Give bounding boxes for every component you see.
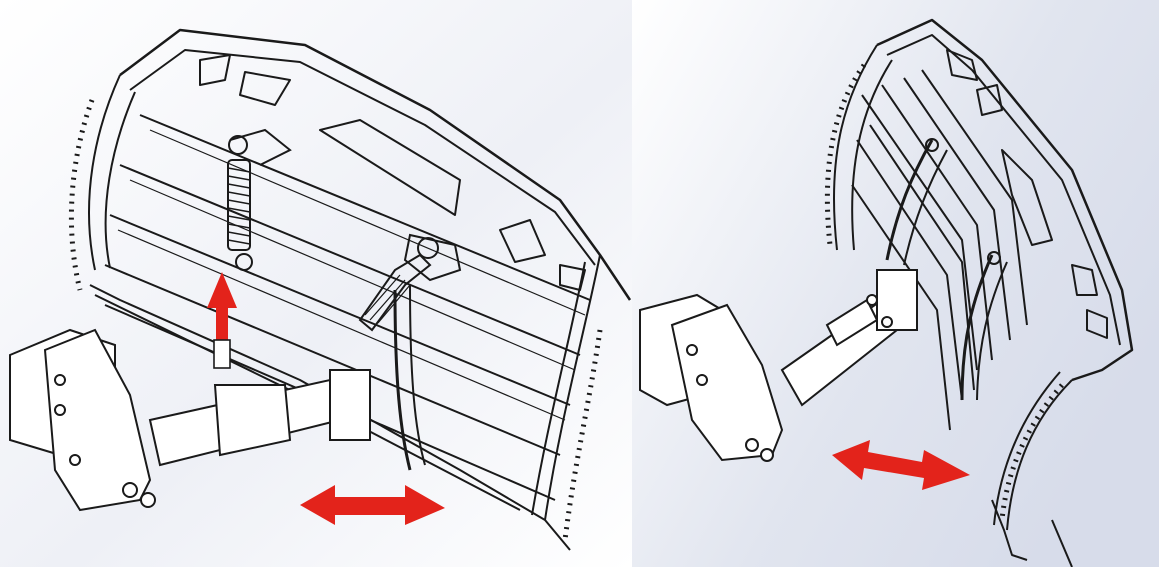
right-panel [632,0,1159,567]
left-panel-drawing [0,0,632,567]
slide-double-arrow-right [832,440,970,490]
springs-left [227,128,462,471]
right-panel-drawing [632,0,1159,567]
slide-double-arrow-left [300,485,445,525]
left-panel [0,0,632,567]
plow-blade-right [824,18,1134,567]
mount-bracket-right [639,269,918,462]
lift-arrow [207,272,237,369]
mount-bracket-left [9,328,371,512]
